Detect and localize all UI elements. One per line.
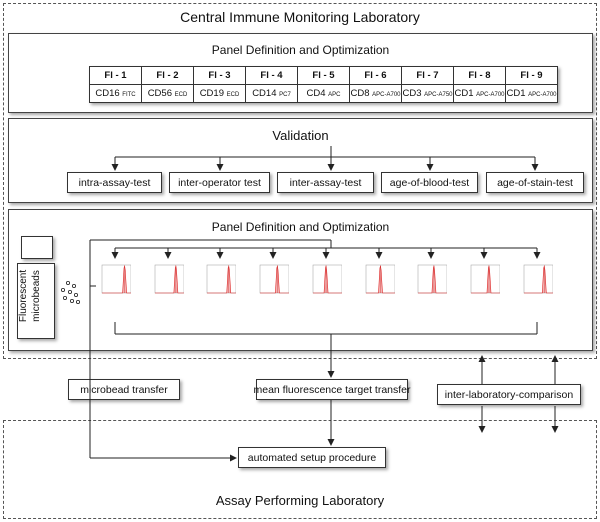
microbead-vial-cap [21, 236, 53, 259]
channel-marker-9: CD1 APC-A700 [505, 84, 558, 103]
test-inter-assay: inter-assay-test [277, 172, 374, 193]
marker-name: CD56 [147, 88, 175, 99]
dye-name: APC-A750 [424, 92, 453, 98]
channel-marker-4: CD14 PC7 [245, 84, 298, 103]
microbead-transfer-box: microbead transfer [68, 379, 180, 400]
marker-name: CD1 [506, 88, 529, 99]
dye-name: APC-A700 [528, 92, 557, 98]
microbead-optimization-title: Panel Definition and Optimization [211, 220, 390, 234]
test-intra-assay: intra-assay-test [67, 172, 162, 193]
marker-name: CD8 [350, 88, 373, 99]
central-lab-region [3, 3, 597, 359]
channel-header-9: Fl - 9 [505, 66, 558, 85]
dye-name: ECD [226, 92, 240, 98]
marker-name: CD1 [454, 88, 477, 99]
test-inter-operator: inter-operator test [169, 172, 270, 193]
validation-title: Validation [272, 128, 329, 143]
channel-marker-1: CD16 FITC [89, 84, 142, 103]
histogram-1 [101, 264, 131, 294]
histogram-2 [154, 264, 184, 294]
histogram-5 [312, 264, 342, 294]
dye-name: APC [328, 92, 341, 98]
mean-fluorescence-transfer-box: mean fluorescence target transfer [254, 379, 411, 400]
inter-lab-comparison-box: inter-laboratory-comparison [437, 384, 581, 405]
histogram-9 [523, 264, 553, 294]
assay-lab-region [3, 420, 597, 519]
automated-setup-box: automated setup procedure [238, 447, 386, 468]
marker-name: CD3 [402, 88, 425, 99]
dye-name: FITC [122, 92, 136, 98]
microbead-vial [17, 263, 55, 339]
histogram-4 [259, 264, 289, 294]
histogram-3 [206, 264, 236, 294]
channel-marker-7: CD3 APC-A750 [401, 84, 454, 103]
histogram-6 [365, 264, 395, 294]
histogram-8 [470, 264, 500, 294]
dye-name: APC-A700 [372, 92, 401, 98]
marker-name: CD4 [306, 88, 329, 99]
channel-marker-3: CD19 ECD [193, 84, 246, 103]
marker-name: CD19 [199, 88, 227, 99]
dye-name: ECD [174, 92, 188, 98]
test-age-of-stain: age-of-stain-test [486, 172, 584, 193]
dye-name: APC-A700 [476, 92, 505, 98]
central-lab-title: Central Immune Monitoring Laboratory [180, 9, 420, 25]
assay-lab-title: Assay Performing Laboratory [215, 493, 385, 508]
histogram-7 [417, 264, 447, 294]
test-age-of-blood: age-of-blood-test [381, 172, 478, 193]
panel-definition-title: Panel Definition and Optimization [211, 43, 390, 57]
microbead-dots [61, 280, 81, 304]
marker-name: CD16 [95, 88, 123, 99]
marker-name: CD14 [252, 88, 280, 99]
dye-name: PC7 [279, 92, 291, 98]
